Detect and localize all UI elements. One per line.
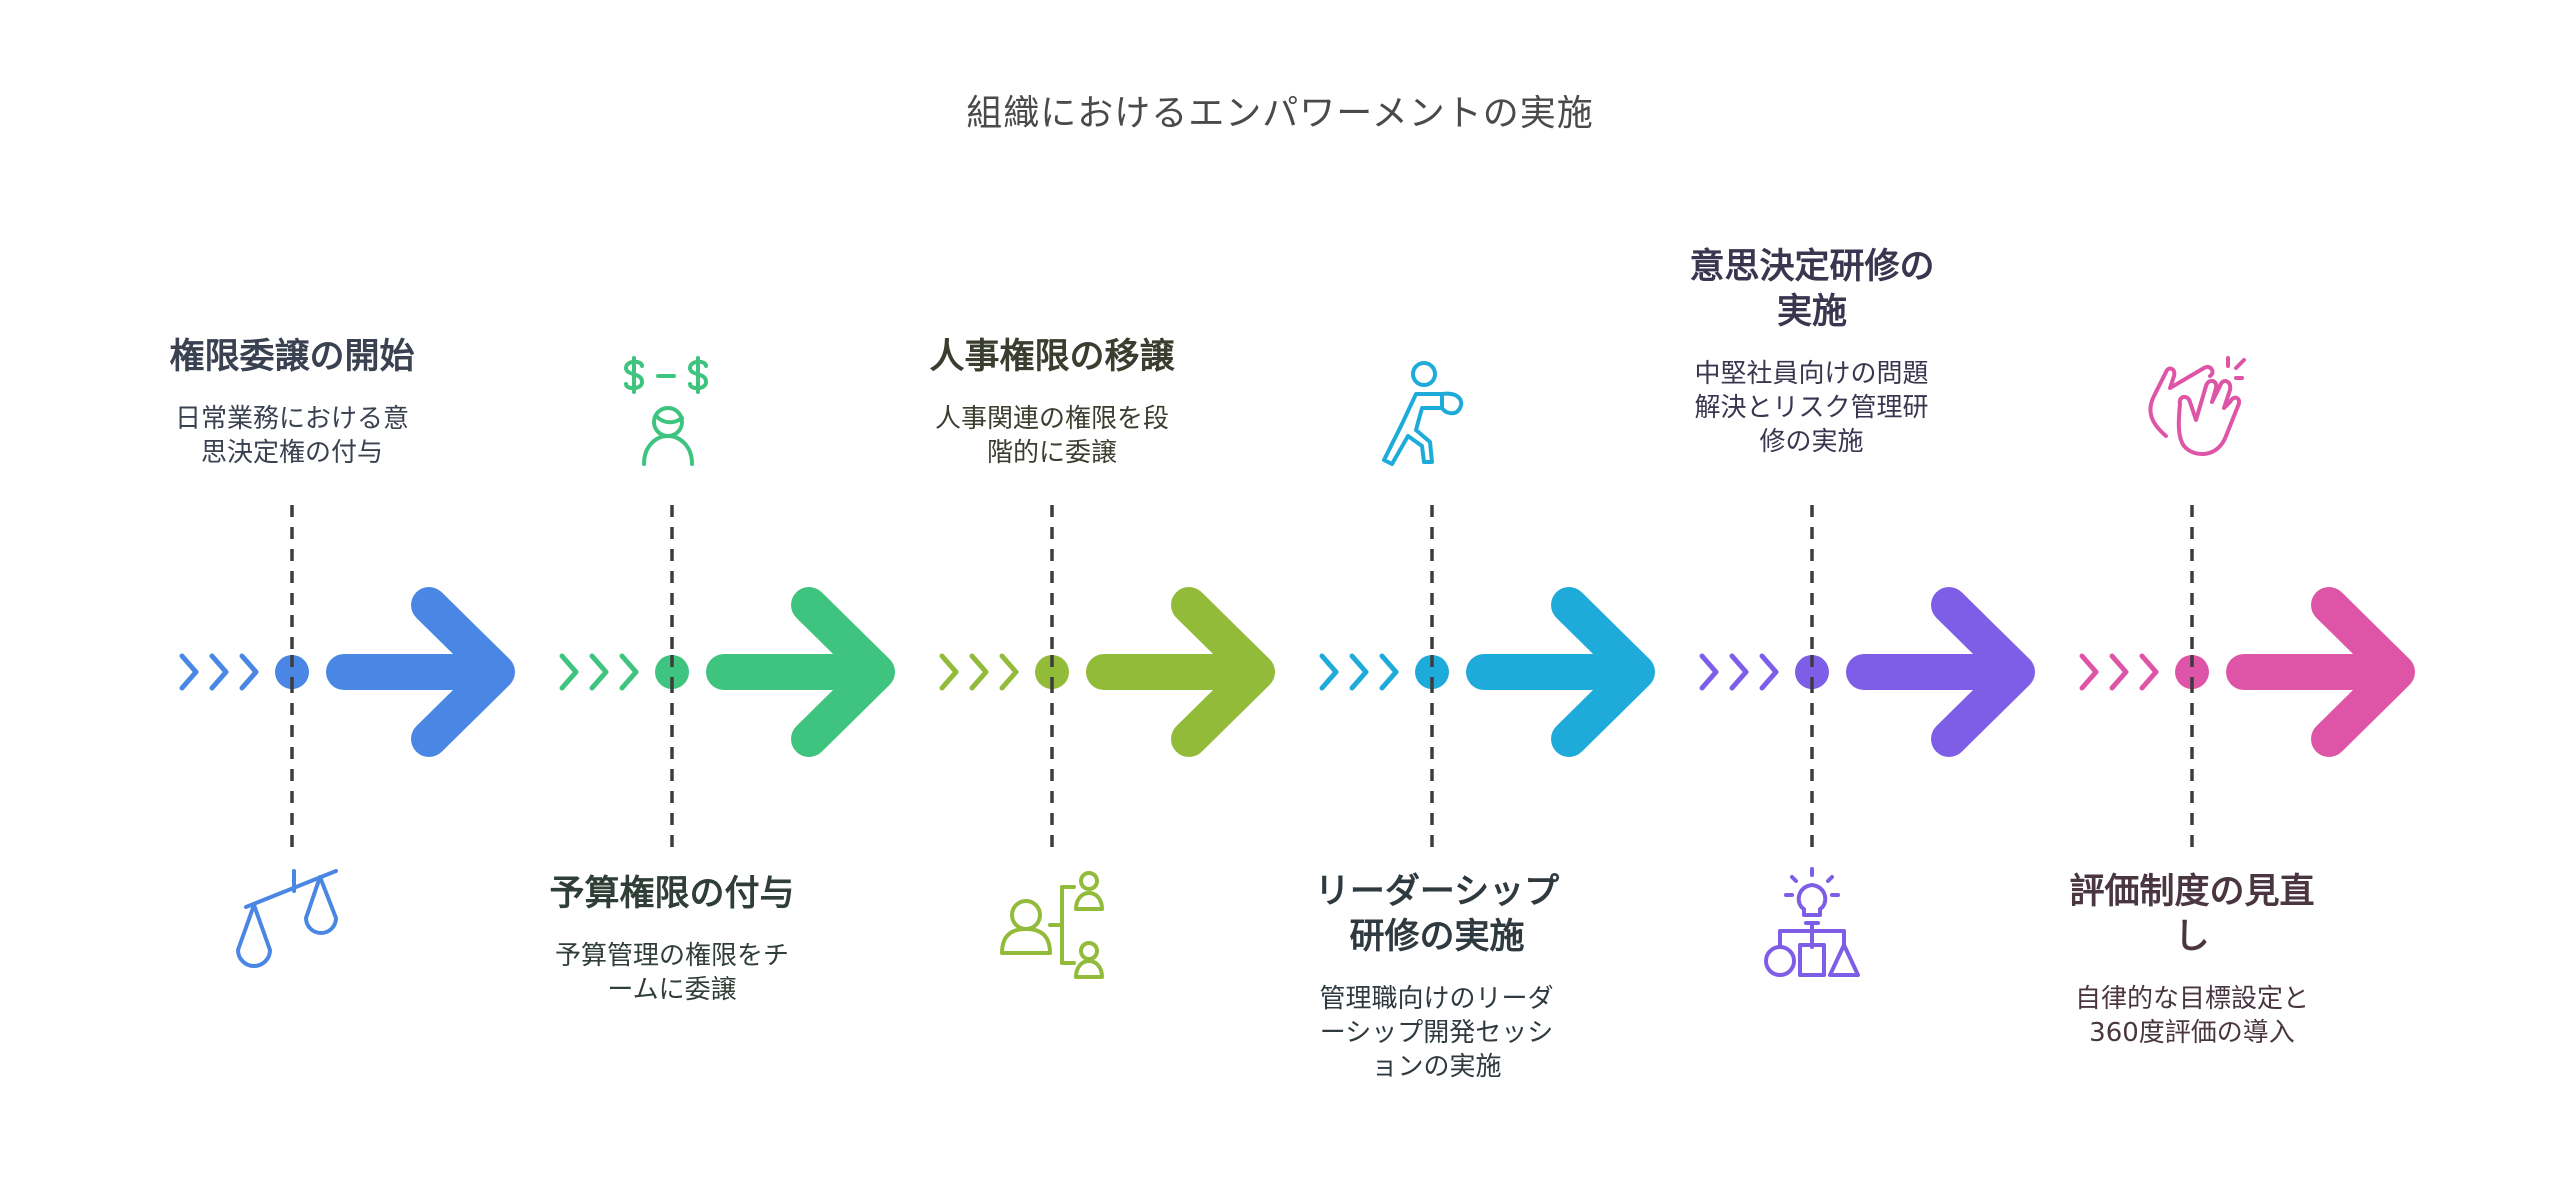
step-description: 予算管理の権限をチームに委譲 (554, 941, 789, 1005)
idea-shapes-icon (1764, 867, 1860, 977)
org-hierarchy-icon (1000, 871, 1104, 979)
step-3-label: 人事権限の移譲 人事関連の権限を段階的に委譲 (902, 335, 1202, 470)
step-marker-dot (1795, 655, 1829, 689)
step-description: 管理職向けのリーダーシップ開発セッションの実施 (1319, 984, 1554, 1082)
boxing-figure-icon (1382, 361, 1464, 466)
chevron-icon (179, 653, 199, 691)
scale-balance-icon (236, 869, 338, 968)
step-marker-dot (1415, 655, 1449, 689)
step-arrow-icon (326, 587, 515, 757)
chevron-icon (589, 653, 609, 691)
chevron-icon (969, 653, 989, 691)
step-title: 権限委譲の開始 (169, 337, 415, 377)
step-arrow-icon (1466, 587, 1655, 757)
step-arrow-icon (2226, 587, 2415, 757)
step-6-label: 評価制度の見直し 自律的な目標設定と360度評価の導入 (2042, 870, 2342, 1050)
step-marker-dot (2175, 655, 2209, 689)
step-1-label: 権限委譲の開始 日常業務における意思決定権の付与 (142, 335, 442, 470)
step-title: 評価制度の見直し (2069, 872, 2315, 957)
step-marker-dot (655, 655, 689, 689)
chevron-icon (1319, 653, 1339, 691)
chevron-icon (1699, 653, 1719, 691)
step-description: 日常業務における意思決定権の付与 (174, 404, 409, 468)
chevron-icon (619, 653, 639, 691)
step-description: 自律的な目標設定と360度評価の導入 (2074, 984, 2309, 1048)
chevron-icon (2109, 653, 2129, 691)
chevron-icon (559, 653, 579, 691)
chevron-icon (1379, 653, 1399, 691)
money-person-icon (624, 356, 708, 466)
step-2-label: 予算権限の付与 予算管理の権限をチームに委譲 (522, 872, 822, 1007)
chevron-icon (1729, 653, 1749, 691)
step-marker-dot (1035, 655, 1069, 689)
diagram-title: 組織におけるエンパワーメントの実施 (966, 93, 1594, 134)
chevron-icon (1349, 653, 1369, 691)
step-5-label: 意思決定研修の実施 中堅社員向けの問題解決とリスク管理研修の実施 (1662, 245, 1962, 459)
step-arrow-icon (706, 587, 895, 757)
chevron-icon (2079, 653, 2099, 691)
chevron-icon (999, 653, 1019, 691)
step-description: 中堅社員向けの問題解決とリスク管理研修の実施 (1694, 359, 1929, 457)
step-4-label: リーダーシップ研修の実施 管理職向けのリーダーシップ開発セッションの実施 (1287, 870, 1587, 1084)
chevron-icon (1759, 653, 1779, 691)
chevron-icon (939, 653, 959, 691)
chevron-icon (2139, 653, 2159, 691)
step-arrow-icon (1846, 587, 2035, 757)
chevron-icon (239, 653, 259, 691)
step-marker-dot (275, 655, 309, 689)
step-title: 意思決定研修の実施 (1689, 247, 1935, 332)
step-arrow-icon (1086, 587, 1275, 757)
chevron-icon (209, 653, 229, 691)
step-title: リーダーシップ研修の実施 (1314, 872, 1560, 957)
step-title: 人事権限の移譲 (929, 337, 1175, 377)
step-title: 予算権限の付与 (549, 874, 795, 914)
clapping-hands-icon (2148, 356, 2246, 456)
step-description: 人事関連の権限を段階的に委譲 (934, 404, 1169, 468)
